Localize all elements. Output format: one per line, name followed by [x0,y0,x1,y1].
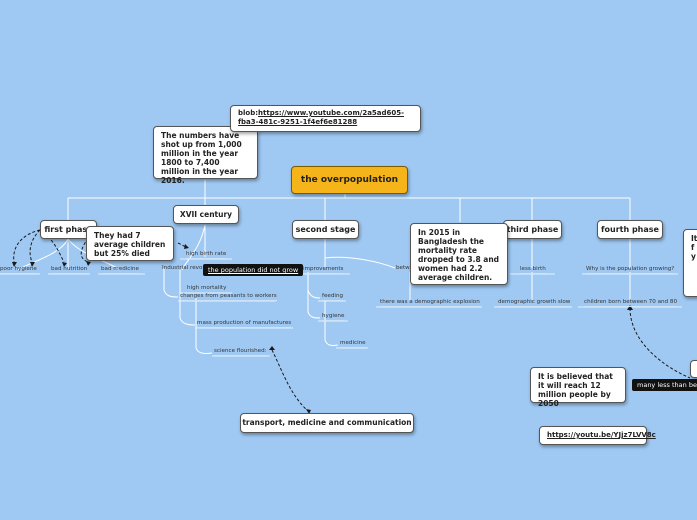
note-xvii-century[interactable]: XVII century [173,205,239,224]
label-less-birth[interactable]: less birth [520,266,546,274]
label-why-growing[interactable]: Why is the population growing? [586,266,675,274]
label-hygiene[interactable]: hygiene [322,313,345,321]
link-blob-prefix: blob: [238,109,259,117]
label-science-flourished[interactable]: science flourished: [214,348,267,356]
link-youtu-url[interactable]: https://youtu.be/YJjz7LVV8c [547,431,656,439]
link-youtu-be[interactable]: https://youtu.be/YJjz7LVV8c [539,426,656,445]
label-demographic-growth-slow[interactable]: demographic growth slow [498,299,571,307]
label-high-birth-rate[interactable]: high birth rate [186,251,227,259]
link-blob-url[interactable]: https://www.youtube.com/2a5ad605-fba3-48… [238,109,405,126]
branch-third-phase[interactable]: third phase [503,220,562,239]
label-bad-nutrition[interactable]: bad nutrition [51,266,88,274]
label-high-mortality[interactable]: high mortality [187,285,227,291]
note-bangladesh[interactable]: In 2015 in Bangladesh the mortality rate… [410,223,508,285]
note-edge-right[interactable]: It y c f S y y [683,229,697,297]
link-blob-youtube[interactable]: blob:https://www.youtube.com/2a5ad605-fb… [230,105,421,132]
label-industrial-revolution[interactable]: Industrial revo [162,265,203,271]
label-betw[interactable]: betw [396,265,410,271]
central-topic[interactable]: the overpopulation [291,166,408,194]
node-edge-right-small[interactable] [690,360,697,378]
label-medicine[interactable]: medicine [340,340,366,348]
branch-first-phase[interactable]: first phase [40,220,97,239]
label-mass-production[interactable]: mass production of manufactures [197,320,292,328]
label-demographic-explosion[interactable]: there was a demographic explosion [380,299,480,307]
label-changes-peasants[interactable]: changes from peasants to workers [180,293,277,301]
note-numbers[interactable]: The numbers have shot up from 1,000 mill… [153,126,258,185]
note-children[interactable]: They had 7 average children but 25% died [86,226,174,261]
branch-second-stage[interactable]: second stage [292,220,359,239]
label-feeding[interactable]: feeding [322,293,344,301]
label-children-born[interactable]: children born between 70 and 80 [584,299,678,307]
branch-fourth-phase[interactable]: fourth phase [597,220,663,239]
note-believed[interactable]: It is believed that it will reach 12 mil… [530,367,626,408]
label-improvements[interactable]: improvements [303,266,344,274]
label-bad-medicine[interactable]: bad medicine [101,266,139,274]
tooltip-many-less: many less than be [632,379,697,391]
note-transport[interactable]: transport, medicine and communication [240,413,414,433]
label-poor-hygiene[interactable]: poor hygiene [0,266,37,274]
tooltip-did-not-grow-text: the population did not grow [208,266,299,274]
tooltip-did-not-grow: the population did not grow [203,264,304,276]
